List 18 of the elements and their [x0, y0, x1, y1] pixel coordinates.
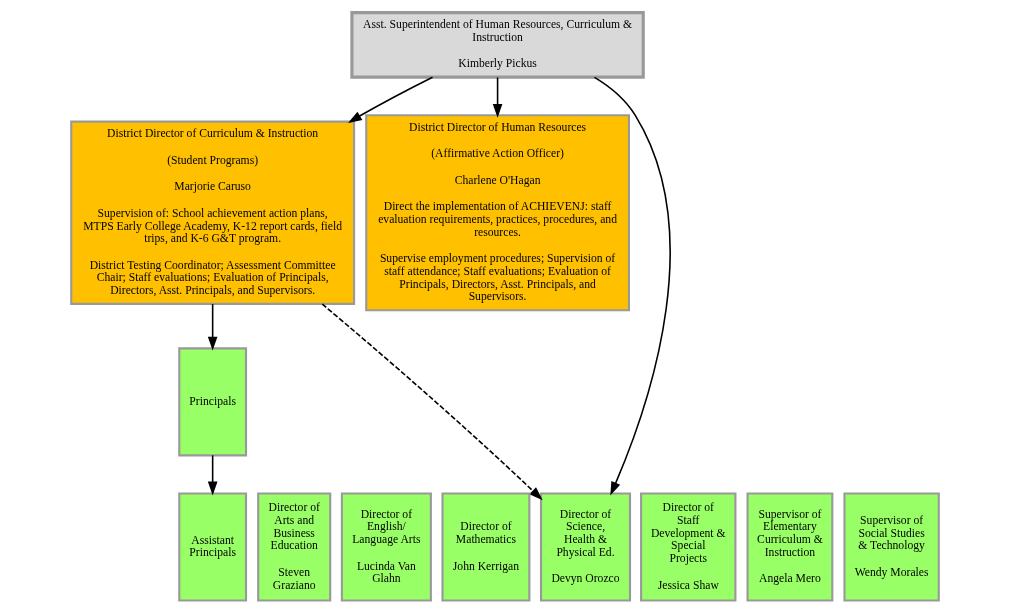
node-box: Supervisor of Social Studies & Technology Wendy Morales — [842, 492, 940, 602]
node-box: Principals — [177, 347, 247, 457]
node-box: Director of English/ Language Arts Lucinda Van Glahn — [340, 492, 432, 602]
node-box: Director of Science, Health & Physical Ed. Devyn Orozco — [539, 492, 631, 602]
arrow — [347, 76, 433, 123]
arrow — [207, 303, 217, 351]
arrow — [207, 454, 217, 496]
node-box: District Director of Human Resources (Affirmative Action Officer) Charlene O'Hagan Direct the implementation of ACHIEVENJ: staff evaluation requirements, practices, procedures, and resources. Supervise employment procedures; Supervision of staff attendance; Staff evaluations; Evaluation of Principals, Directors, Asst. Principals, and Supervisors. — [364, 114, 630, 312]
node-box: Director of Staff Development & Special Projects Jessica Shaw — [639, 492, 736, 602]
node-box: Asst. Superintendent of Human Resources, Curriculum & Instruction Kimberly Pickus — [349, 10, 645, 79]
arrow — [492, 76, 502, 118]
node-box: Assistant Principals — [177, 492, 247, 602]
node-box: District Director of Curriculum & Instruction (Student Programs) Marjorie Caruso Supervision of: School achievement action plans, MTPS Early College Academy, K-12 report cards, field trips, and K-6 G&T program. District Testing Coordinator; Assessment Committee Chair; Staff evaluations; Evaluation of Principals, Directors, Asst. Principals, and Supervisors. — [69, 120, 355, 305]
node-box: Supervisor of Elementary Curriculum & Instruction Angela Mero — [746, 492, 833, 602]
node-box: Director of Mathematics John Kerrigan — [440, 492, 530, 602]
arrow — [593, 76, 671, 496]
node-box: Director of Arts and Business Education Steven Graziano — [256, 492, 331, 602]
arrow — [321, 303, 543, 501]
